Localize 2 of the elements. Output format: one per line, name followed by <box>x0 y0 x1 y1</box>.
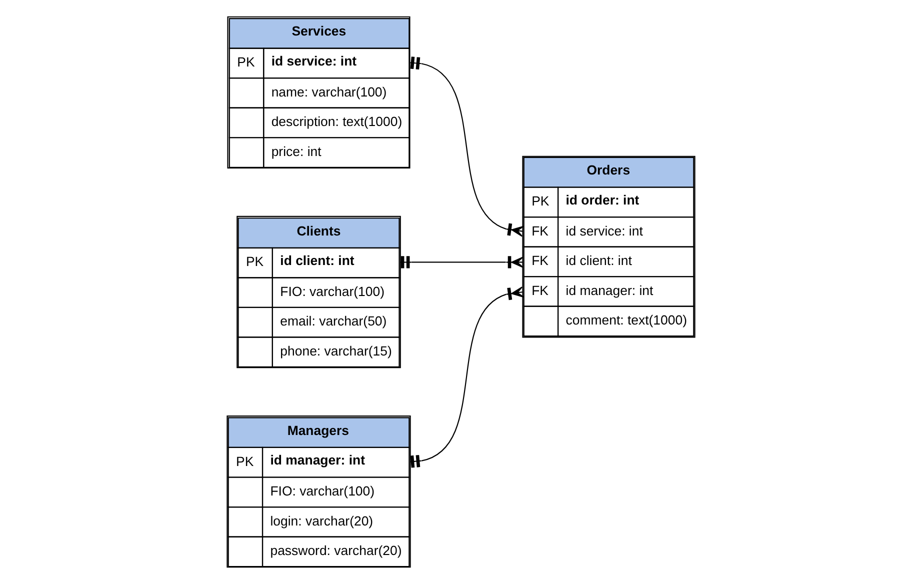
connector <box>410 56 524 237</box>
connector <box>410 286 524 468</box>
